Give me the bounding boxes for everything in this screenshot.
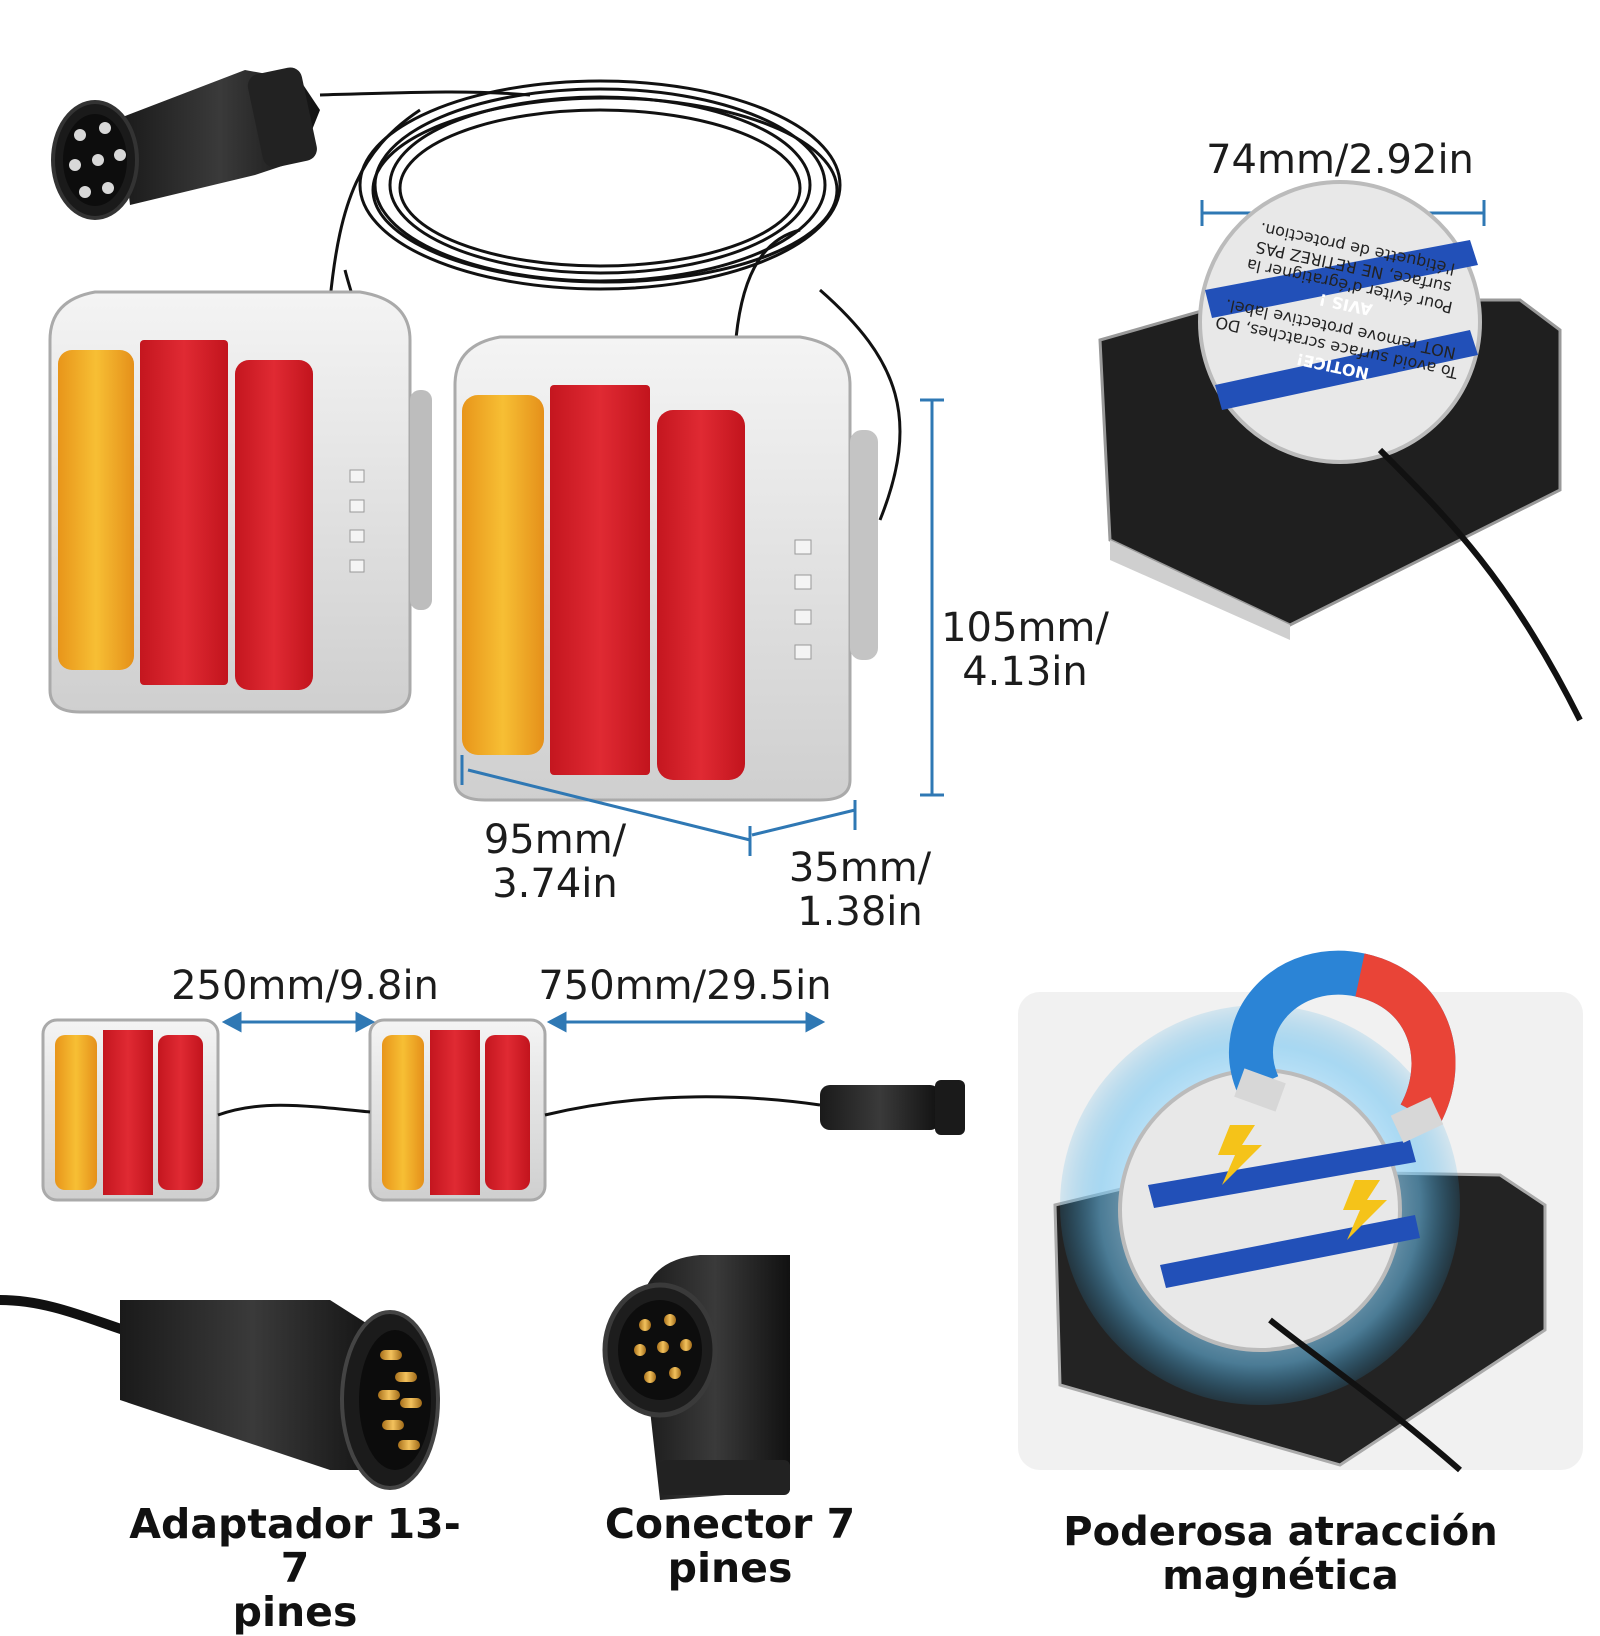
connector-13-7	[602, 1255, 790, 1500]
caption-adapter: Adaptador 13-7 pines	[129, 1500, 461, 1636]
dimension-height: 105mm/ 4.13in	[941, 605, 1109, 695]
dimension-cable-plug: 750mm/29.5in	[538, 963, 832, 1009]
product-illustration	[0, 67, 1583, 1500]
taillight-left	[48, 290, 432, 714]
caption-magnetic: Poderosa atracción magnética	[1063, 1509, 1498, 1599]
lightning-icon	[1218, 1125, 1387, 1240]
magnet-icon	[1229, 950, 1456, 1143]
dimension-lines-cable	[221, 1011, 826, 1033]
dimension-width: 95mm/ 3.74in	[483, 817, 627, 907]
dimension-cable-between: 250mm/9.8in	[171, 963, 439, 1009]
adapter-plug	[0, 1295, 440, 1490]
plug-icon	[51, 67, 320, 220]
taillight-right	[453, 335, 878, 802]
magnetic-demo	[1053, 1005, 1547, 1473]
small-light-set	[41, 1018, 965, 1202]
dimension-depth: 35mm/ 1.38in	[788, 845, 932, 935]
magnetic-base	[1098, 180, 1583, 722]
caption-connector: Conector 7 pines	[604, 1500, 856, 1592]
dimension-plate-width: 74mm/2.92in	[1206, 137, 1474, 183]
